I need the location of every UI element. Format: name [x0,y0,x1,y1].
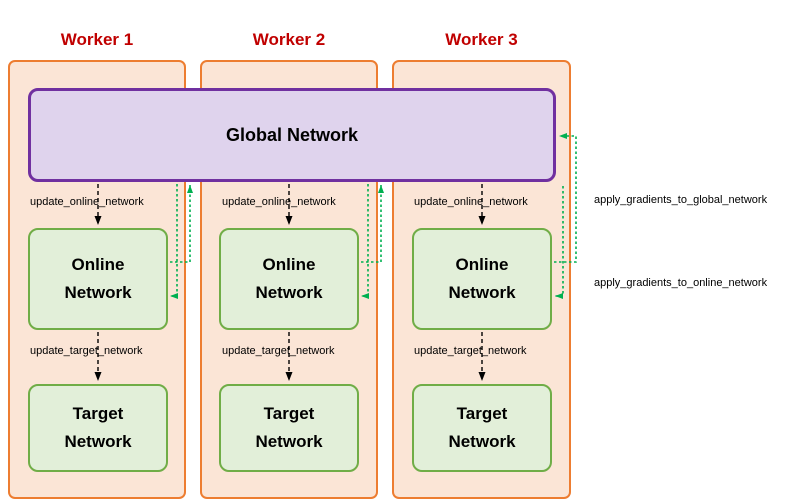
online-network-box-worker-1: Online Network [28,228,168,330]
global-network-box: Global Network [28,88,556,182]
update-target-label-worker-3: update_target_network [414,345,527,357]
online-network-label: Online Network [448,255,516,302]
worker-2-title: Worker 2 [252,30,326,49]
target-network-label: Target Network [448,404,516,451]
target-network-box-worker-3: Target Network [412,384,552,472]
update-online-label-worker-3: update_online_network [414,196,528,208]
target-network-label: Target Network [255,404,323,451]
online-network-box-worker-3: Online Network [412,228,552,330]
worker-3-title: Worker 3 [445,30,518,49]
update-target-label-worker-2: update_target_network [222,345,335,357]
update-target-label-worker-1: update_target_network [30,345,143,357]
online-network-label: Online Network [255,255,323,302]
update-online-label-worker-1: update_online_network [30,196,144,208]
online-network-label: Online Network [64,255,132,302]
apply-gradients-online-label: apply_gradients_to_online_network [594,277,768,289]
global-network-label: Global Network [225,124,359,145]
target-network-box-worker-1: Target Network [28,384,168,472]
online-network-box-worker-2: Online Network [219,228,359,330]
apply-gradients-global-label: apply_gradients_to_global_network [594,194,768,206]
target-network-label: Target Network [64,404,132,451]
worker-1-title: Worker 1 [60,30,134,49]
target-network-box-worker-2: Target Network [219,384,359,472]
update-online-label-worker-2: update_online_network [222,196,336,208]
